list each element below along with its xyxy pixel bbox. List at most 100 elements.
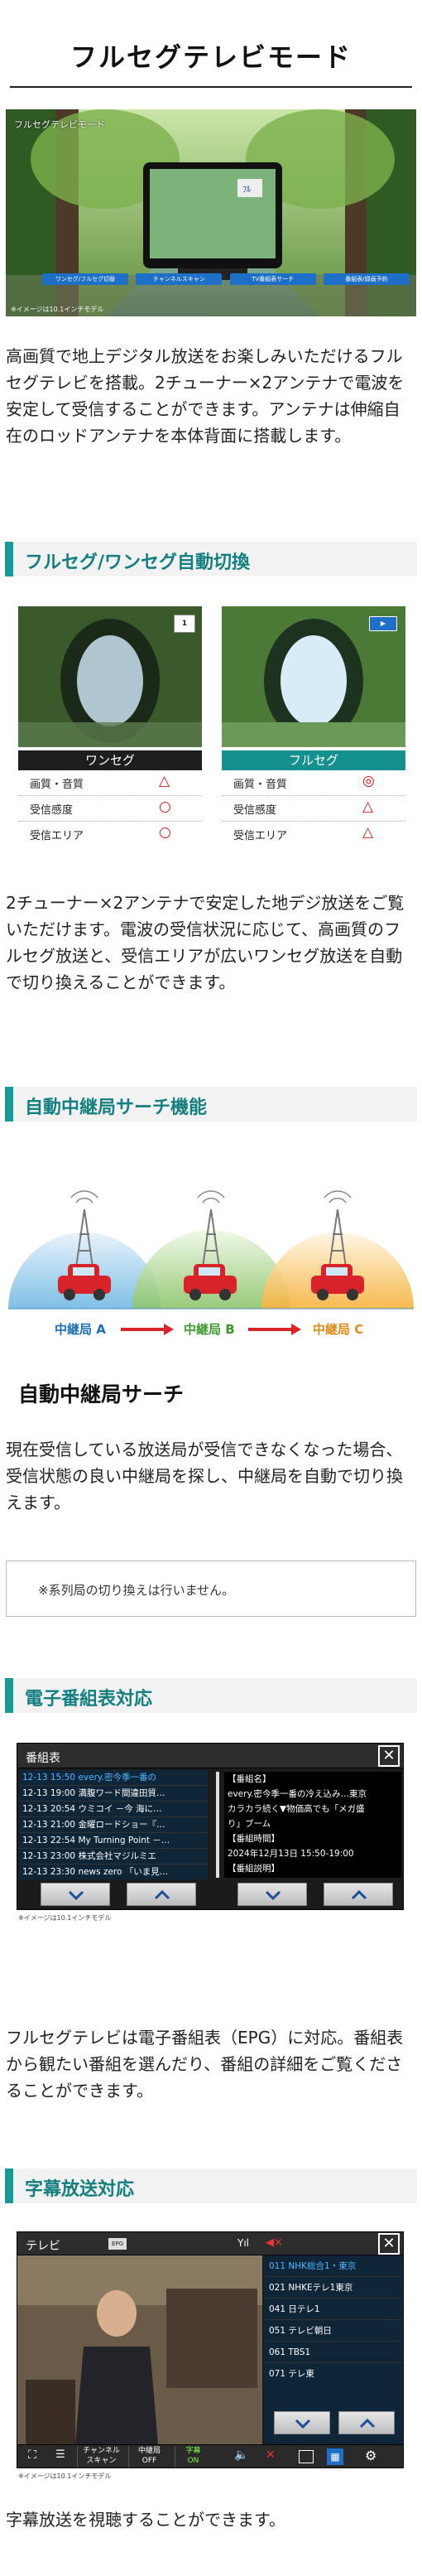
detail-scroll-down-button[interactable]: [237, 1883, 307, 1906]
relay-notice-text: ※系列局の切り換えは行いません。: [38, 1583, 235, 1598]
station-b-label: 中継局 B: [184, 1322, 235, 1337]
channel-item[interactable]: 051 テレビ朝日: [264, 2320, 403, 2342]
section-heading-auto-switch: フルセグ/ワンセグ自動切換: [5, 542, 417, 576]
tv-bottom-toolbar: ⛶ ☰ チャンネル スキャン 中継局 OFF 字幕 ON 🔈 ✕ ▦ ⚙: [17, 2444, 403, 2467]
epg-detail-line: 2024年12月13日 15:50-19:00: [228, 1849, 354, 1859]
tv-screen: テレビ EPG Yıl ◀× ✕ 011 NHK総合1・東京 021 NHKEテ…: [17, 2231, 404, 2468]
station-a-label: 中継局 A: [55, 1322, 106, 1337]
scroll-down-button[interactable]: [41, 1883, 110, 1906]
page-title: フルセグテレビモード: [70, 41, 352, 73]
epg-list-item[interactable]: 12-13 19:00 満腹ワード間違田質…: [19, 1786, 208, 1802]
epg-titlebar: 番組表 ✕: [17, 1744, 403, 1768]
oneseg-badge-icon: 1: [174, 615, 195, 633]
mute-button-icon[interactable]: ✕: [266, 2448, 276, 2462]
row-label: 受信エリア: [233, 830, 288, 842]
fullseg-badge-icon: ▶: [369, 616, 397, 631]
epg-text: フルセグテレビは電子番組表（EPG）に対応。番組表から観たい番組を選んだり、番組…: [6, 2028, 404, 2101]
close-icon[interactable]: ✕: [378, 1745, 400, 1767]
epg-list-item-selected[interactable]: 12-13 15:50 every.密今季一番の: [19, 1770, 208, 1786]
channel-scan-button[interactable]: チャンネル スキャン: [77, 2446, 125, 2467]
chevron-up-icon: [359, 2418, 376, 2429]
tv-screen-title: テレビ: [26, 2240, 60, 2253]
epg-detail-line: 【番組説明】: [228, 1864, 280, 1874]
fullseg-label: フルセグ: [222, 750, 405, 770]
epg-screen-title: 番組表: [26, 1752, 60, 1765]
intro-text: 高画質で地上デジタル放送をお楽しみいただけるフルセグテレビを搭載。2チューナー×…: [6, 346, 405, 446]
epg-note: ※イメージは10.1インチモデル: [18, 1914, 112, 1922]
channel-down-button[interactable]: [274, 2411, 330, 2434]
epg-list-item[interactable]: 12-13 23:30 news zero 「いま見…: [22, 1867, 169, 1877]
epg-list-item[interactable]: 12-13 22:54 My Turning Point －…: [19, 1833, 208, 1849]
relay-off-button[interactable]: 中継局 OFF: [128, 2446, 170, 2467]
section-heading-epg: 電子番組表対応: [5, 1678, 417, 1713]
tv-note: ※イメージは10.1インチモデル: [18, 2472, 112, 2480]
relay-notice-box: ※系列局の切り換えは行いません。: [6, 1561, 416, 1617]
epg-scrollbar[interactable]: [216, 1772, 219, 1878]
subtitle-on-button[interactable]: 字幕 ON: [175, 2446, 211, 2467]
hero-note: ※イメージは10.1インチモデル: [11, 306, 104, 313]
row-mark: ◎: [362, 773, 375, 789]
epg-detail-line: 【番組名】: [228, 1774, 271, 1784]
detail-scroll-up-button[interactable]: [324, 1883, 393, 1906]
epg-detail-panel: 【番組名】 every.密今季一番の冷え込み…東京 カラカラ続く▼物価高でも「メ…: [224, 1772, 401, 1878]
section-heading-text: 自動中継局サーチ機能: [25, 1097, 208, 1118]
relay-diagram-graphic: [8, 1190, 414, 1335]
epg-detail-line: カラカラ続く▼物価高でも「メガ盛: [228, 1804, 365, 1814]
settings-gear-icon[interactable]: ⚙: [365, 2448, 377, 2463]
row-label: 画質・音質: [30, 779, 84, 791]
hero-image: ﾌﾙ フルセグテレビモード ワンセグ/フルセグ切替 チャンネルスキャン TV番組…: [6, 109, 416, 316]
epg-detail-line: 【番組時間】: [228, 1834, 280, 1844]
relay-text: 現在受信している放送局が受信できなくなった場合、受信状態の良い中継局を探し、中継…: [6, 1440, 403, 1512]
tv-video-frame: [17, 2255, 262, 2444]
hero-button-row: ワンセグ/フルセグ切替 チャンネルスキャン TV番組表サーチ 番組表/録画予約: [42, 273, 410, 285]
row-mark: ○: [159, 824, 171, 841]
table-row: 画質・音質 ◎: [222, 770, 405, 796]
channel-item[interactable]: 061 TBS1: [264, 2342, 403, 2363]
program-guide-icon[interactable]: ☰: [55, 2448, 65, 2461]
fullseg-table: 画質・音質 ◎ 受信感度 △ 受信エリア △: [222, 770, 405, 847]
forest-scene: ﾌﾙ: [6, 109, 416, 316]
scroll-up-button[interactable]: [127, 1883, 196, 1906]
hero-button: チャンネルスキャン: [136, 273, 223, 285]
screen-mode-icon[interactable]: [299, 2450, 314, 2463]
row-mark: ○: [159, 798, 171, 815]
relay-subheading: 自動中継局サーチ: [18, 1382, 185, 1406]
grid-icon[interactable]: ▦: [327, 2448, 343, 2465]
chevron-down-icon: [265, 1890, 281, 1901]
epg-list-item[interactable]: 12-13 20:54 ウミコイ －今 海に…: [19, 1802, 208, 1817]
table-row: 受信感度 ○: [18, 796, 202, 822]
section-heading-text: 電子番組表対応: [25, 1689, 153, 1710]
hero-button: 番組表/録画予約: [323, 273, 410, 285]
channel-item[interactable]: 021 NHKEテレ1東京: [264, 2277, 403, 2299]
auto-switch-text: 2チューナー×2アンテナで安定した地デジ放送をご覧いただけます。電波の受信状況に…: [6, 893, 405, 992]
row-label: 受信感度: [233, 804, 277, 817]
section-heading-relay-search: 自動中継局サーチ機能: [5, 1087, 417, 1122]
oneseg-label: ワンセグ: [18, 750, 202, 770]
table-row: 画質・音質 △: [18, 770, 202, 796]
channel-item[interactable]: 041 日テレ1: [264, 2299, 403, 2320]
page-header: フルセグテレビモード: [0, 0, 422, 99]
table-row: 受信エリア ○: [18, 822, 202, 847]
channel-up-button[interactable]: [338, 2411, 395, 2434]
chevron-up-icon: [351, 1889, 367, 1900]
close-icon[interactable]: ✕: [378, 2233, 400, 2255]
channel-item-selected[interactable]: 011 NHK総合1・東京: [264, 2255, 403, 2277]
oneseg-table: 画質・音質 △ 受信感度 ○ 受信エリア ○: [18, 770, 202, 847]
row-mark: △: [362, 798, 374, 815]
fullseg-image: ▶: [222, 606, 405, 747]
hero-caption: フルセグテレビモード: [14, 119, 105, 130]
volume-icon[interactable]: 🔈: [234, 2448, 249, 2462]
section-heading-subtitles: 字幕放送対応: [5, 2168, 417, 2203]
chevron-down-icon: [68, 1890, 84, 1901]
channel-list: 011 NHK総合1・東京 021 NHKEテレ1東京 041 日テレ1 051…: [264, 2255, 403, 2444]
channel-item[interactable]: 071 テレ東: [269, 2369, 314, 2379]
title-divider: [10, 86, 412, 88]
row-label: 受信感度: [30, 804, 74, 817]
fullscreen-icon[interactable]: ⛶: [28, 2448, 36, 2462]
epg-list-item[interactable]: 12-13 21:00 金曜ロードショー『…: [19, 1817, 208, 1833]
subtitle-text: 字幕放送を視聴することができます。: [6, 2510, 285, 2530]
section-heading-text: 字幕放送対応: [25, 2179, 135, 2200]
epg-list-item[interactable]: 12-13 23:00 株式会社マジルミエ: [19, 1849, 208, 1864]
station-c-label: 中継局 C: [313, 1322, 364, 1337]
epg-detail-line: every.密今季一番の冷え込み…東京: [228, 1789, 367, 1799]
